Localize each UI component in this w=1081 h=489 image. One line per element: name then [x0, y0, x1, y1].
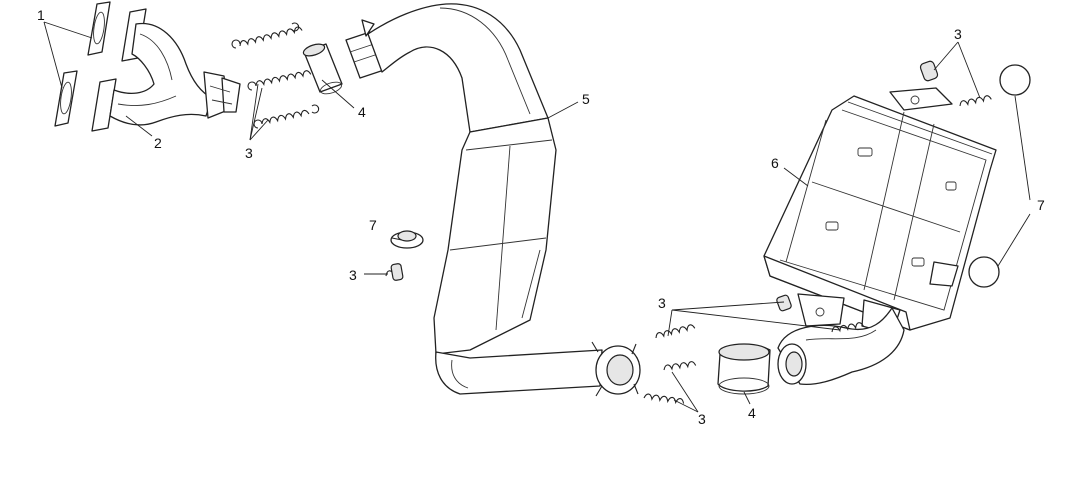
spring-clip-left — [385, 263, 404, 281]
seal-ring-lower — [717, 343, 771, 395]
callout-6: 6 — [771, 155, 779, 171]
callout-2: 2 — [154, 135, 162, 151]
callout-7-right-grommets: 7 — [1037, 197, 1045, 213]
callout-5: 5 — [582, 91, 590, 107]
spring-clip-muffler-top — [919, 60, 939, 82]
callout-3-lower-springs: 3 — [698, 411, 706, 427]
header-y-pipe — [91, 8, 241, 132]
callout-1: 1 — [37, 7, 45, 23]
leader-lines — [43, 21, 1031, 413]
spring-muffler-top — [959, 95, 992, 107]
callout-4-upper-seal: 4 — [358, 104, 366, 120]
callout-4-lower-seal: 4 — [748, 405, 756, 421]
muffler-inlet-elbow — [777, 307, 905, 386]
grommet-bottom-right — [968, 256, 1000, 288]
callout-3-upper-springs: 3 — [245, 145, 253, 161]
callout-3-left-clip: 3 — [349, 267, 357, 283]
callout-7-left-grommet: 7 — [369, 217, 377, 233]
seal-ring-upper — [302, 43, 343, 95]
spring-upper-2 — [247, 64, 320, 91]
spring-muffler-bottom — [831, 322, 864, 333]
spring-upper-1 — [231, 22, 303, 49]
spring-clip-muffler-bottom — [776, 294, 792, 312]
spring-upper-3 — [253, 104, 320, 129]
muffler — [763, 87, 997, 335]
callout-3-muffler-top: 3 — [954, 26, 962, 42]
gasket-lower — [54, 70, 78, 127]
spring-lower-1 — [655, 324, 696, 339]
spring-lower-2 — [663, 361, 697, 371]
gasket-upper — [87, 1, 111, 56]
grommet-top-right — [999, 64, 1031, 96]
grommet-left — [390, 230, 424, 249]
exhaust-pipe-expansion-chamber — [345, 3, 641, 397]
callout-3-lower-center: 3 — [658, 295, 666, 311]
